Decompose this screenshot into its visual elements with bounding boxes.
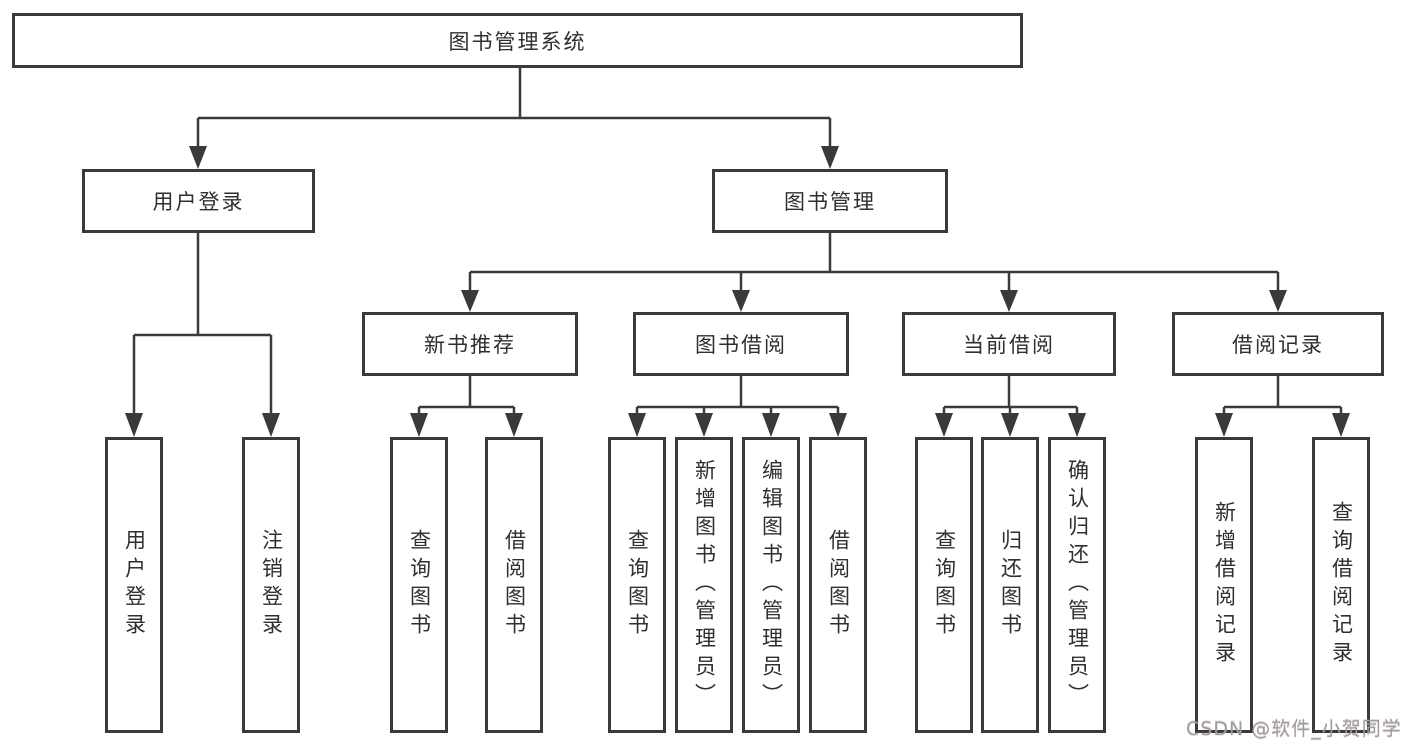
leaf-query-books-recommend: 查询图书 bbox=[390, 437, 448, 733]
leaf-query-books-current: 查询图书 bbox=[915, 437, 973, 733]
leaf-add-borrow-record: 新增借阅记录 bbox=[1195, 437, 1253, 733]
leaf-borrow-books: 借阅图书 bbox=[809, 437, 867, 733]
leaf-confirm-return-admin: 确认归还（管理员） bbox=[1048, 437, 1106, 733]
leaf-borrow-books-recommend: 借阅图书 bbox=[485, 437, 543, 733]
node-library-management-system: 图书管理系统 bbox=[12, 13, 1023, 68]
leaf-user-login: 用户登录 bbox=[105, 437, 163, 733]
node-current-borrowing: 当前借阅 bbox=[902, 312, 1116, 376]
leaf-return-book: 归还图书 bbox=[981, 437, 1039, 733]
node-book-borrowing: 图书借阅 bbox=[633, 312, 849, 376]
leaf-edit-book-admin: 编辑图书（管理员） bbox=[742, 437, 800, 733]
node-new-book-recommendation: 新书推荐 bbox=[362, 312, 578, 376]
node-borrowing-records: 借阅记录 bbox=[1172, 312, 1384, 376]
leaf-logout: 注销登录 bbox=[242, 437, 300, 733]
node-book-management: 图书管理 bbox=[712, 169, 948, 233]
leaf-add-book-admin: 新增图书（管理员） bbox=[675, 437, 733, 733]
csdn-watermark: CSDN @软件_小贺同学 bbox=[1186, 718, 1402, 740]
leaf-query-borrow-record: 查询借阅记录 bbox=[1312, 437, 1370, 733]
leaf-query-books-borrowing: 查询图书 bbox=[608, 437, 666, 733]
node-user-login: 用户登录 bbox=[82, 169, 315, 233]
